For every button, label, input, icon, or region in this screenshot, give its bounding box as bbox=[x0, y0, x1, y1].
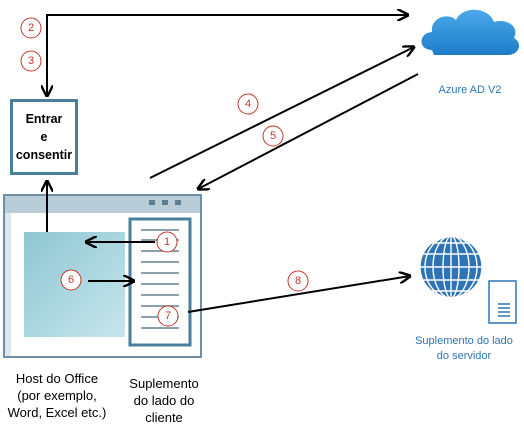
step-2: 2 bbox=[20, 17, 42, 39]
svg-text:3: 3 bbox=[28, 55, 34, 67]
signin-consent-label: Entrar e consentir bbox=[15, 112, 73, 162]
globe-icon bbox=[419, 235, 483, 299]
cloud-icon bbox=[421, 9, 520, 56]
arrow-5-azure-to-host bbox=[198, 73, 419, 189]
svg-text:1: 1 bbox=[164, 236, 170, 248]
svg-text:5: 5 bbox=[270, 130, 276, 142]
arrow-8-addin-to-server bbox=[187, 276, 410, 313]
arrow-4-host-to-azure bbox=[149, 47, 414, 179]
office-window-icon bbox=[3, 194, 202, 358]
svg-text:7: 7 bbox=[165, 310, 171, 322]
step-6: 6 bbox=[60, 269, 82, 291]
step-3: 3 bbox=[20, 50, 42, 72]
step-7: 7 bbox=[157, 305, 179, 327]
svg-text:2: 2 bbox=[28, 22, 34, 34]
svg-text:4: 4 bbox=[245, 98, 251, 110]
step-4: 4 bbox=[237, 93, 259, 115]
client-addin-panel bbox=[128, 217, 192, 347]
client-addin-label: Suplemento do lado do cliente bbox=[129, 376, 199, 425]
step-1: 1 bbox=[156, 231, 178, 253]
step-8: 8 bbox=[287, 270, 309, 292]
signin-consent-box: Entrar e consentir bbox=[10, 99, 78, 175]
svg-text:8: 8 bbox=[295, 275, 301, 287]
server-addin-label: Suplemento do lado do servidor bbox=[415, 335, 513, 362]
server-icon bbox=[488, 280, 517, 324]
svg-text:6: 6 bbox=[68, 274, 74, 286]
arrow-signin-to-azure bbox=[47, 15, 408, 96]
azure-ad-label: Azure AD V2 bbox=[438, 84, 502, 96]
office-host-label: Host do Office (por exemplo, Word, Excel… bbox=[7, 371, 107, 420]
step-5: 5 bbox=[262, 125, 284, 147]
